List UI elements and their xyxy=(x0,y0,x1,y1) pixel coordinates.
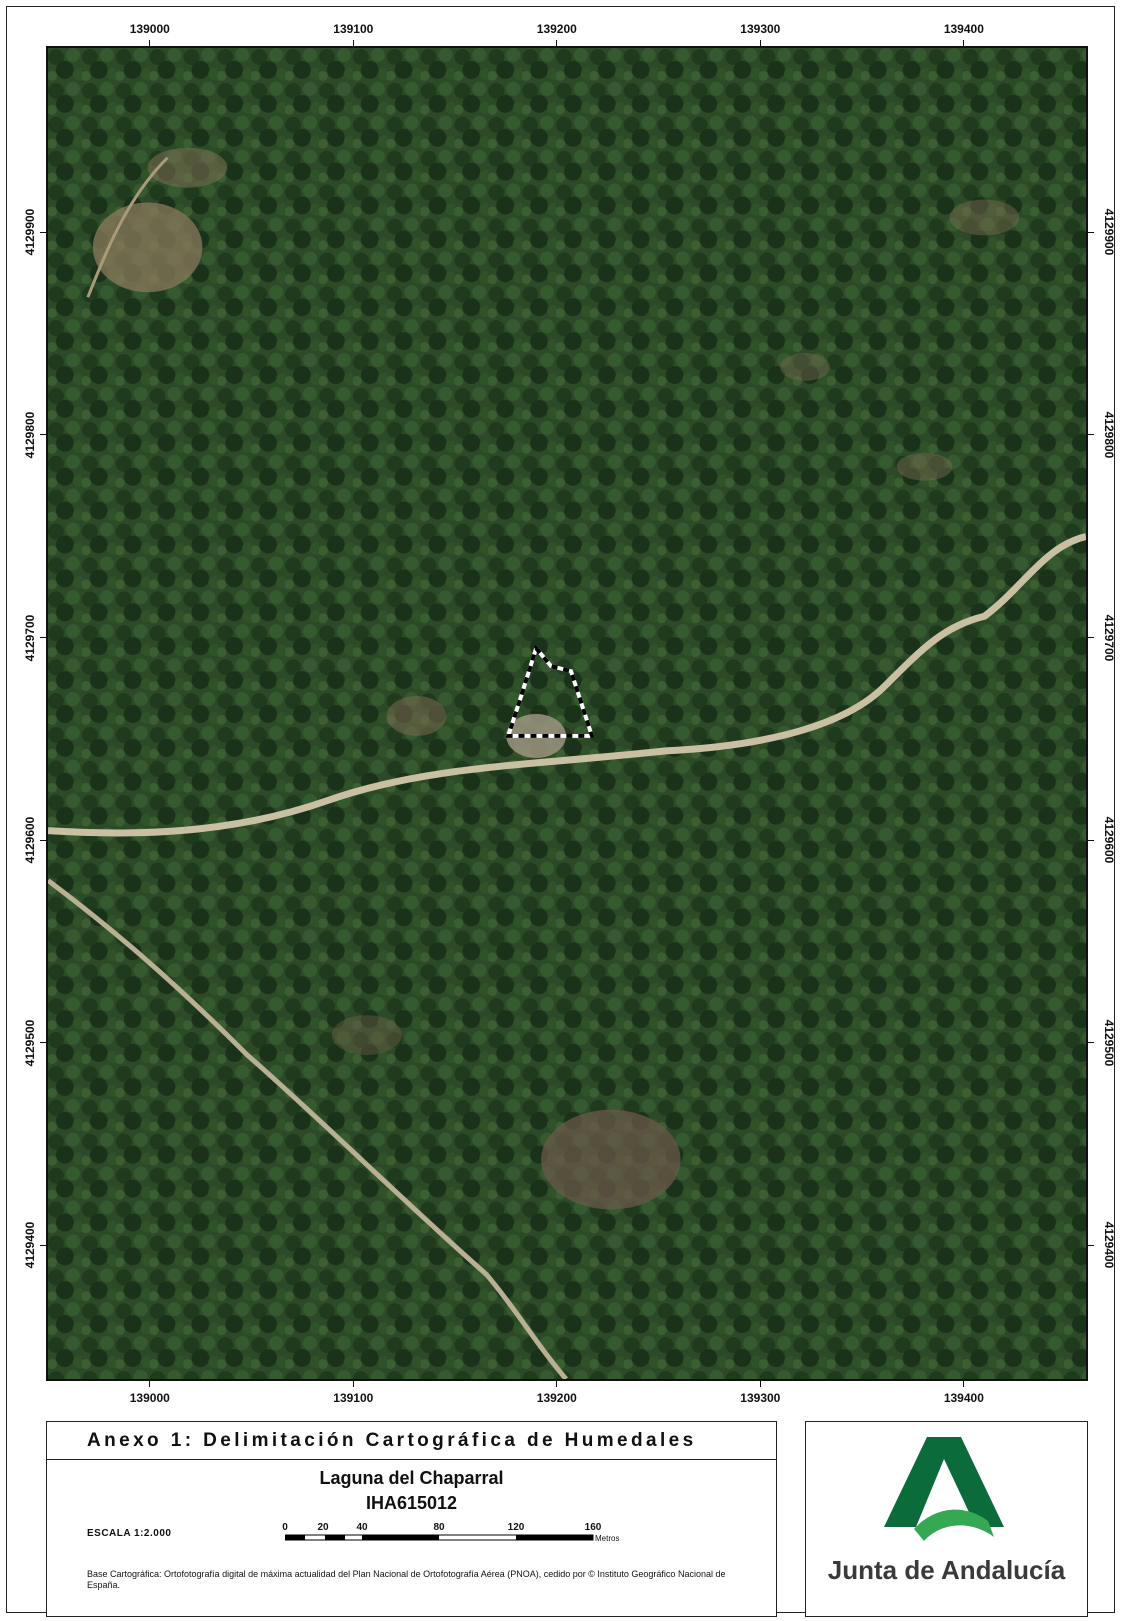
easting-tickmark xyxy=(963,1381,965,1387)
northing-tick-label: 4129900 xyxy=(23,209,37,256)
easting-tickmark xyxy=(759,40,761,46)
scale-bar: 0 20 40 80 120 160 Metros xyxy=(282,1522,635,1552)
easting-tickmark xyxy=(149,40,151,46)
easting-tick-label: 139400 xyxy=(943,22,984,36)
easting-tickmark xyxy=(963,40,965,46)
easting-tickmark xyxy=(149,1381,151,1387)
easting-tick-label: 139100 xyxy=(333,1391,374,1405)
logo-panel: Junta de Andalucía xyxy=(805,1421,1088,1617)
source-credit: Base Cartográfica: Ortofotografía digita… xyxy=(87,1569,726,1590)
northing-tick-label: 4129600 xyxy=(23,816,37,864)
orthophoto-image xyxy=(48,48,1086,1379)
northing-tick-label: 4129500 xyxy=(23,1019,37,1067)
easting-tickmark xyxy=(352,1381,354,1387)
annex-title: Anexo 1: Delimitación Cartográfica de Hu… xyxy=(47,1422,776,1460)
northing-tickmark xyxy=(1088,637,1094,639)
scale-text: ESCALA 1:2.000 xyxy=(87,1528,172,1539)
scale-tick-label: 40 xyxy=(356,1522,368,1533)
northing-tickmark xyxy=(40,1042,46,1044)
northing-tick-label: 4129400 xyxy=(1102,1221,1116,1269)
northing-tick-label: 4129800 xyxy=(1102,411,1116,459)
northing-tickmark xyxy=(1088,839,1094,841)
northing-tickmark xyxy=(40,434,46,436)
northing-tick-label: 4129500 xyxy=(1102,1019,1116,1067)
scale-tick-label: 20 xyxy=(317,1522,329,1533)
map-info-panel: Anexo 1: Delimitación Cartográfica de Hu… xyxy=(46,1421,777,1617)
scale-tick-label: 160 xyxy=(584,1522,602,1533)
northing-tickmark xyxy=(1088,1042,1094,1044)
northing-tick-label: 4129700 xyxy=(1102,614,1116,661)
org-name: Junta de Andalucía xyxy=(827,1555,1066,1585)
northing-tickmark xyxy=(1088,1244,1094,1246)
northing-tick-label: 4129900 xyxy=(1102,209,1116,256)
easting-tick-label: 139400 xyxy=(943,1391,984,1405)
northing-tick-label: 4129700 xyxy=(23,614,37,661)
northing-tickmark xyxy=(1088,434,1094,436)
northing-tick-label: 4129600 xyxy=(1102,816,1116,864)
easting-tickmark xyxy=(556,40,558,46)
orthophoto-map[interactable] xyxy=(46,46,1088,1381)
scale-tick-label: 80 xyxy=(433,1522,445,1533)
easting-tick-label: 139200 xyxy=(536,1391,577,1405)
easting-tickmark xyxy=(556,1381,558,1387)
easting-tick-label: 139000 xyxy=(129,1391,170,1405)
wetland-name: Laguna del Chaparral xyxy=(319,1468,504,1488)
northing-tickmark xyxy=(40,839,46,841)
scale-bar-graphic xyxy=(285,1534,594,1541)
junta-andalucia-logo-icon xyxy=(884,1437,1004,1541)
northing-tick-label: 4129400 xyxy=(23,1221,37,1269)
easting-tick-label: 139300 xyxy=(740,1391,781,1405)
northing-tickmark xyxy=(40,1244,46,1246)
easting-tick-label: 139100 xyxy=(333,22,374,36)
northing-tickmark xyxy=(1088,231,1094,233)
northing-tickmark xyxy=(40,637,46,639)
easting-tick-label: 139000 xyxy=(129,22,170,36)
scale-units: Metros xyxy=(595,1534,620,1543)
wetland-code: IHA615012 xyxy=(365,1493,458,1513)
easting-tickmark xyxy=(352,40,354,46)
easting-tick-label: 139300 xyxy=(740,22,781,36)
easting-tick-label: 139200 xyxy=(536,22,577,36)
scale-tick-label: 120 xyxy=(507,1522,525,1533)
easting-tickmark xyxy=(759,1381,761,1387)
northing-tickmark xyxy=(40,231,46,233)
scale-tick-label: 0 xyxy=(282,1522,288,1533)
northing-tick-label: 4129800 xyxy=(23,411,37,459)
